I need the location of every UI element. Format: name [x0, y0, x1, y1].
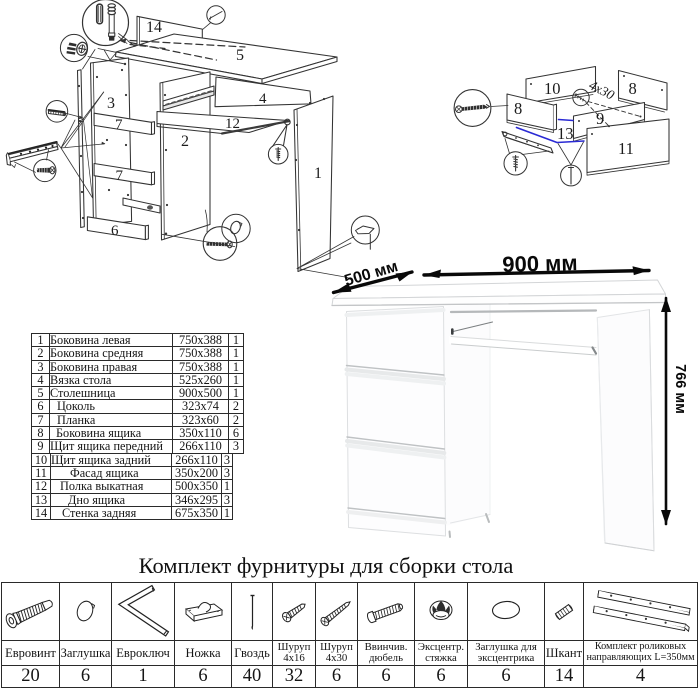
svg-text:14: 14	[146, 19, 162, 36]
svg-text:7: 7	[116, 168, 124, 184]
svg-text:4: 4	[259, 91, 267, 107]
svg-text:10: 10	[544, 79, 561, 98]
svg-text:8: 8	[629, 79, 637, 98]
svg-text:7: 7	[115, 117, 123, 133]
svg-text:900 мм: 900 мм	[502, 250, 578, 277]
svg-text:1: 1	[314, 165, 322, 182]
svg-text:13: 13	[557, 124, 574, 143]
svg-text:8: 8	[514, 99, 522, 118]
svg-text:12: 12	[225, 116, 240, 132]
svg-text:2: 2	[181, 133, 189, 150]
svg-text:5: 5	[236, 47, 244, 64]
svg-text:3: 3	[107, 95, 115, 112]
svg-text:11: 11	[618, 139, 634, 158]
svg-text:766 мм: 766 мм	[672, 364, 688, 414]
svg-text:9: 9	[596, 109, 604, 128]
svg-text:6: 6	[111, 223, 119, 239]
svg-text:4х30: 4х30	[587, 77, 617, 102]
